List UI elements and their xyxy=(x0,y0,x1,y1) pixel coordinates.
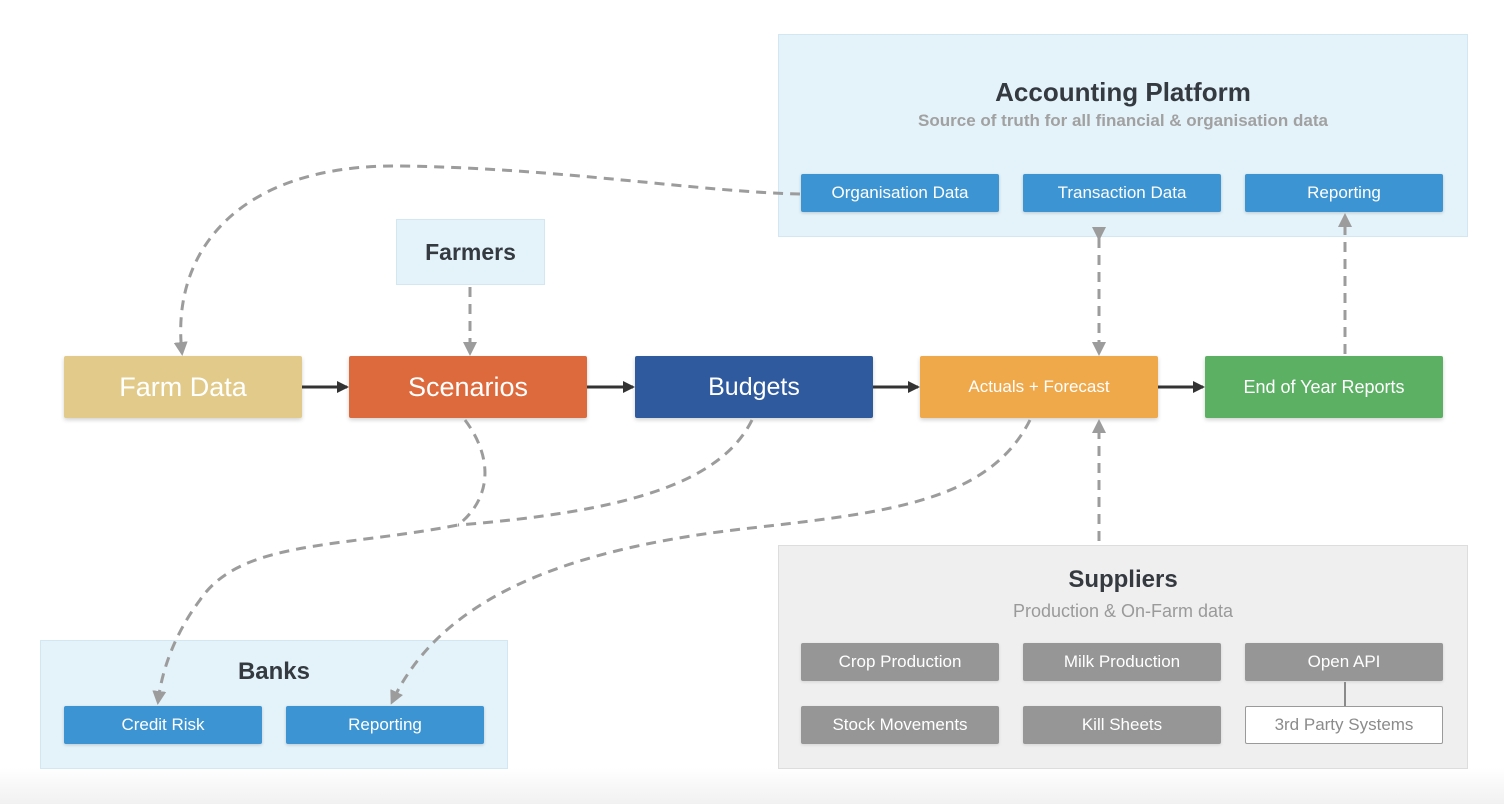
budgets-node[interactable]: Budgets xyxy=(635,356,873,418)
crop-production-chip[interactable]: Crop Production xyxy=(801,643,999,681)
farmers-box: Farmers xyxy=(396,219,545,285)
bottom-fade xyxy=(0,768,1504,804)
accounting-platform-title: Accounting Platform xyxy=(995,77,1251,107)
milk-production-chip[interactable]: Milk Production xyxy=(1023,643,1221,681)
transaction-data-chip[interactable]: Transaction Data xyxy=(1023,174,1221,212)
accounting-reporting-chip[interactable]: Reporting xyxy=(1245,174,1443,212)
open-api-chip[interactable]: Open API xyxy=(1245,643,1443,681)
banks-reporting-chip[interactable]: Reporting xyxy=(286,706,484,744)
dashed-scenarios-to-credit-risk xyxy=(152,419,487,705)
dashed-budgets-to-merge xyxy=(457,419,754,527)
accounting-platform-subtitle: Source of truth for all financial & orga… xyxy=(918,111,1328,130)
organisation-data-chip[interactable]: Organisation Data xyxy=(801,174,999,212)
kill-sheets-chip[interactable]: Kill Sheets xyxy=(1023,706,1221,744)
credit-risk-chip[interactable]: Credit Risk xyxy=(64,706,262,744)
suppliers-subtitle: Production & On-Farm data xyxy=(1012,601,1234,621)
scenarios-node[interactable]: Scenarios xyxy=(349,356,587,418)
third-party-systems-chip[interactable]: 3rd Party Systems xyxy=(1245,706,1443,744)
suppliers-title: Suppliers xyxy=(1068,566,1178,593)
stock-movements-chip[interactable]: Stock Movements xyxy=(801,706,999,744)
dashed-org-data-to-farm-data xyxy=(173,164,801,356)
dashed-actuals-to-banks-reporting xyxy=(390,419,1032,705)
farmers-label: Farmers xyxy=(425,238,516,265)
farm-data-node[interactable]: Farm Data xyxy=(64,356,302,418)
actuals-forecast-node[interactable]: Actuals + Forecast xyxy=(920,356,1158,418)
end-of-year-reports-node[interactable]: End of Year Reports xyxy=(1205,356,1443,418)
banks-title: Banks xyxy=(237,658,311,685)
banks-panel: Banks xyxy=(40,640,508,769)
